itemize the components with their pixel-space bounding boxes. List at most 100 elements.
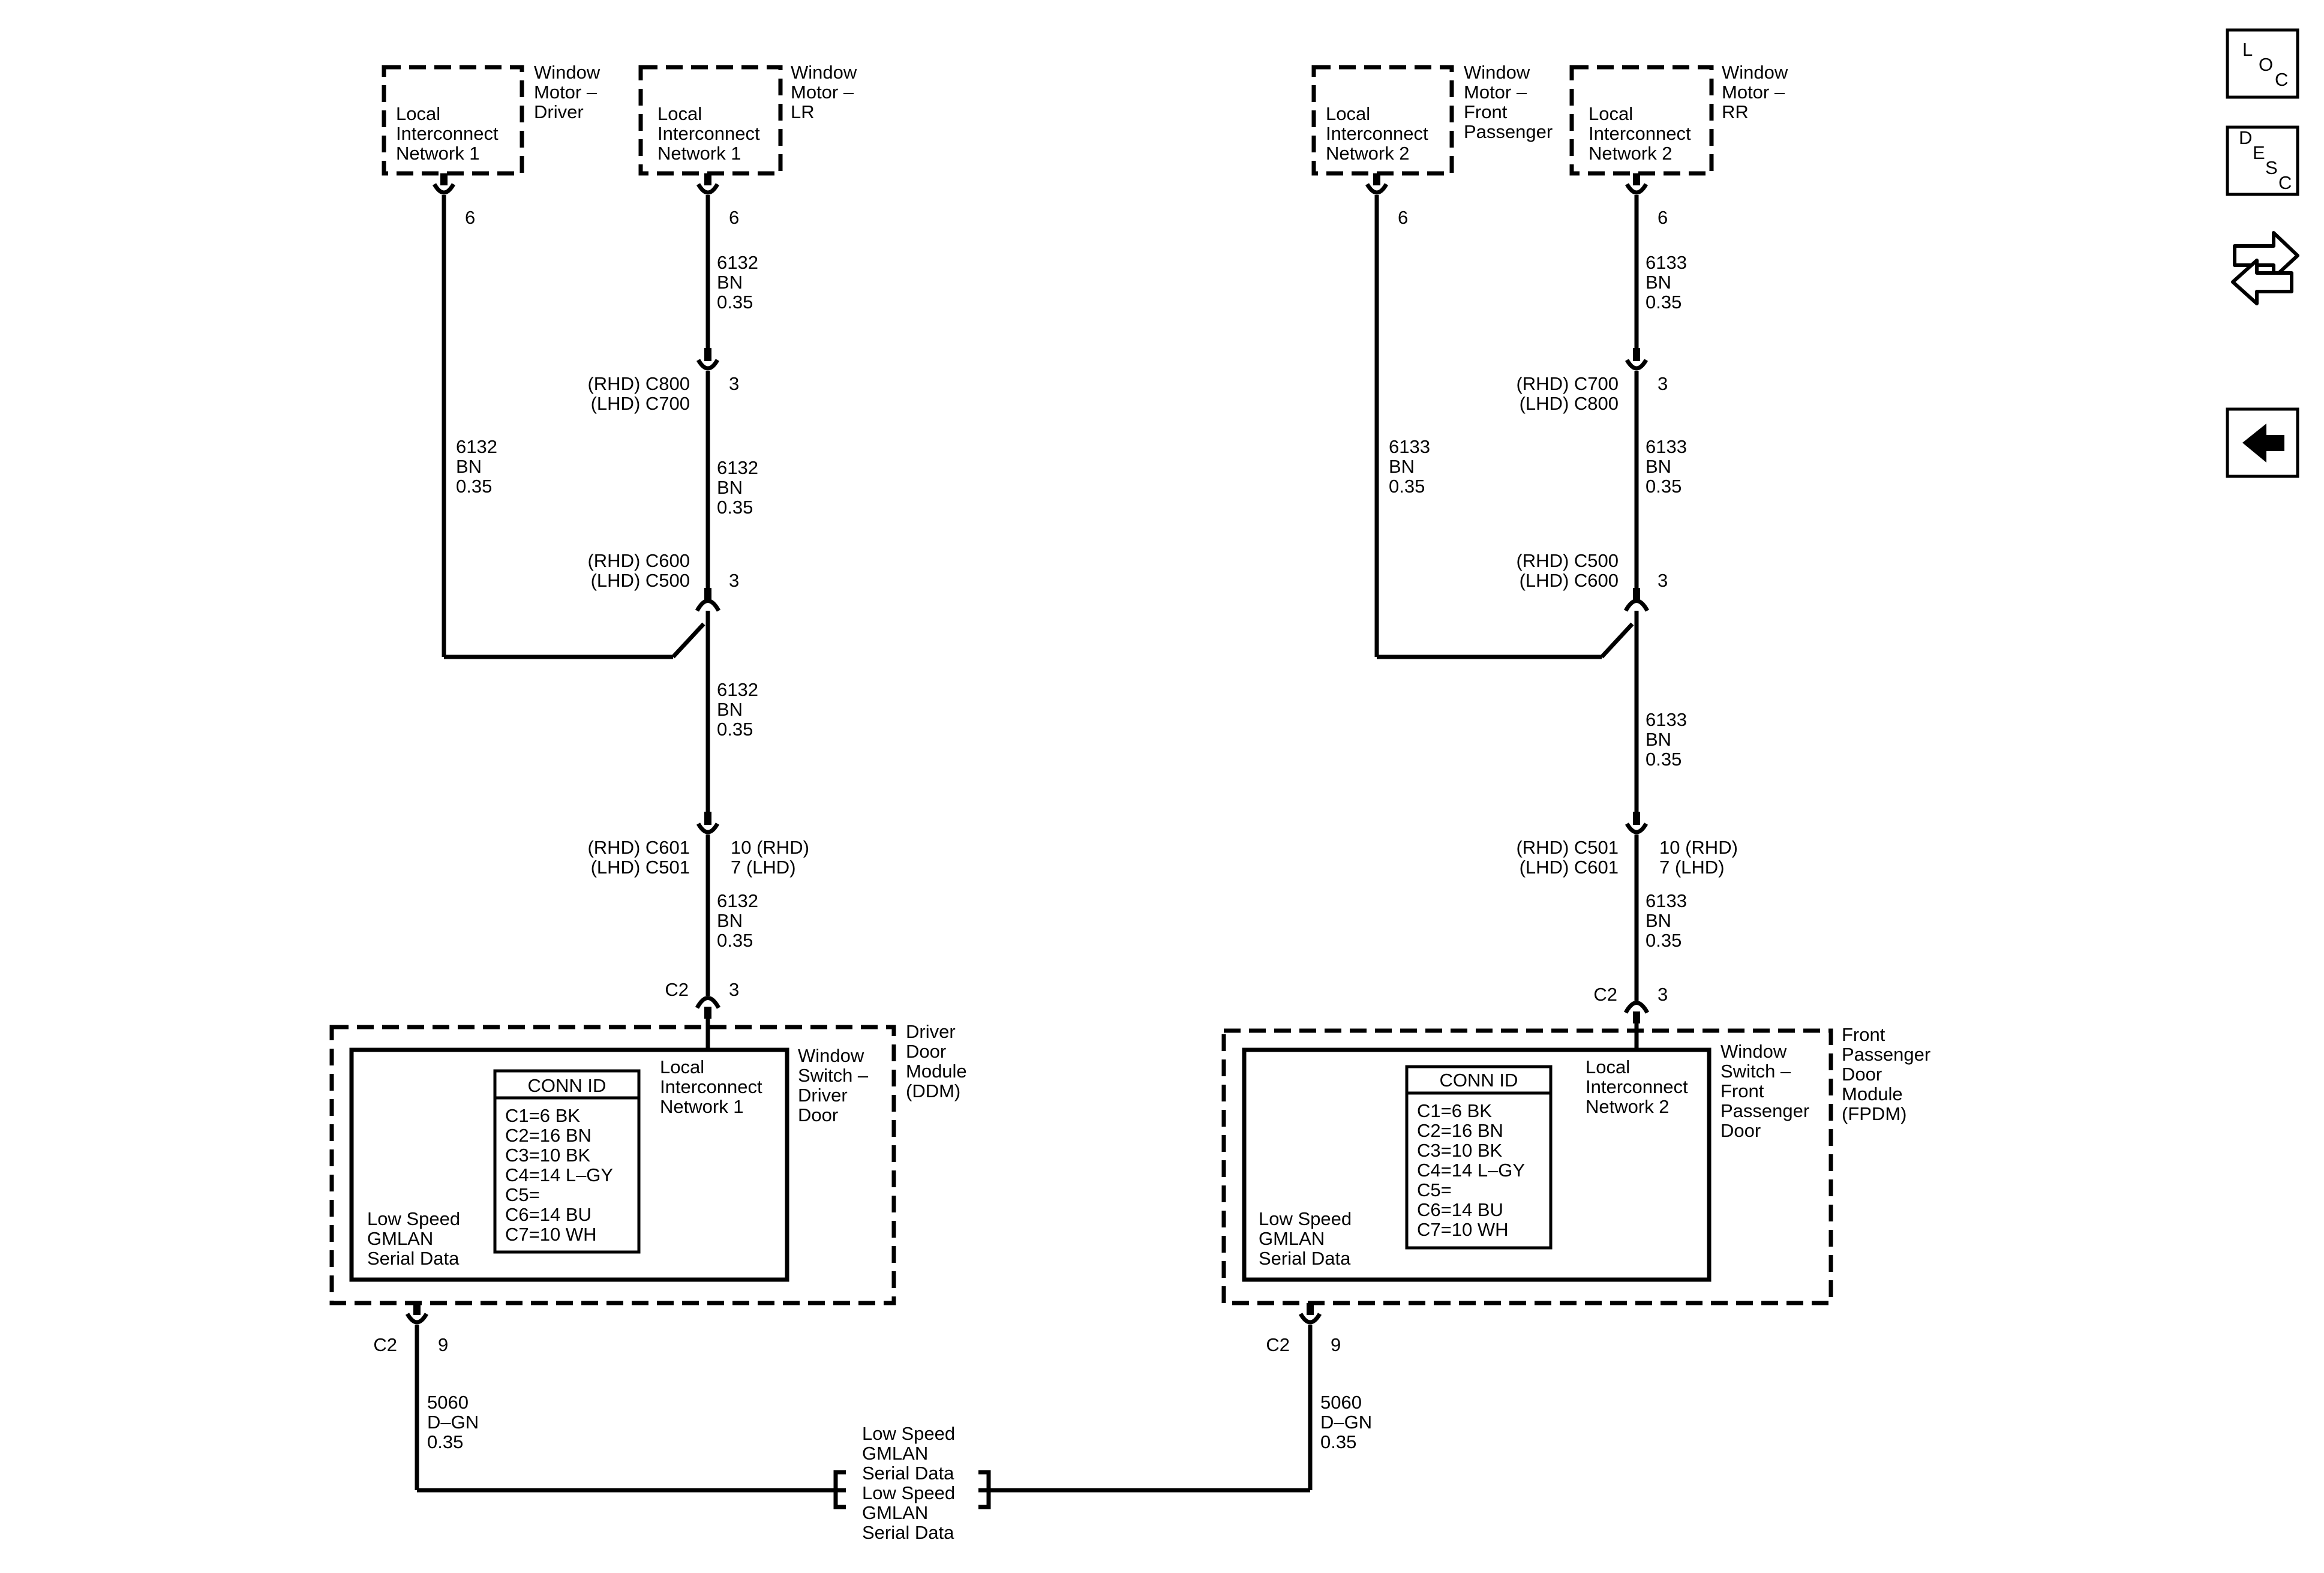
svg-text:(RHD) C800: (RHD) C800 (587, 373, 690, 394)
svg-text:Network 1: Network 1 (396, 143, 480, 164)
svg-text:6133: 6133 (1646, 436, 1687, 457)
svg-text:C4=14 L–GY: C4=14 L–GY (505, 1164, 613, 1185)
svg-text:(RHD) C600: (RHD) C600 (587, 550, 690, 571)
svg-text:D–GN: D–GN (1320, 1412, 1372, 1433)
svg-text:(RHD) C601: (RHD) C601 (587, 837, 690, 858)
svg-text:Passenger: Passenger (1721, 1100, 1809, 1121)
svg-text:Interconnect: Interconnect (657, 123, 760, 144)
svg-text:(FPDM): (FPDM) (1842, 1103, 1906, 1124)
svg-text:10 (RHD): 10 (RHD) (731, 837, 809, 858)
svg-text:0.35: 0.35 (1389, 476, 1425, 497)
svg-text:Driver: Driver (798, 1085, 848, 1106)
svg-text:Motor –: Motor – (534, 82, 597, 103)
svg-text:0.35: 0.35 (717, 292, 753, 313)
svg-text:Door: Door (1721, 1120, 1761, 1141)
back-button[interactable] (2226, 407, 2299, 478)
svg-text:CONN ID: CONN ID (1440, 1070, 1518, 1091)
svg-text:RR: RR (1722, 101, 1749, 122)
svg-text:(RHD) C501: (RHD) C501 (1516, 837, 1619, 858)
svg-text:Driver: Driver (534, 101, 584, 122)
svg-text:7 (LHD): 7 (LHD) (731, 857, 796, 878)
svg-text:C1=6 BK: C1=6 BK (505, 1105, 580, 1126)
svg-text:Local: Local (1586, 1056, 1630, 1077)
swap-arrows-icon[interactable] (2231, 231, 2299, 305)
svg-text:Serial Data: Serial Data (862, 1463, 954, 1484)
desc-button[interactable]: D E S C (2226, 125, 2299, 196)
svg-text:C2: C2 (1266, 1334, 1290, 1355)
svg-text:6132: 6132 (456, 436, 497, 457)
svg-text:BN: BN (717, 699, 743, 720)
svg-text:(RHD) C500: (RHD) C500 (1516, 550, 1619, 571)
svg-text:0.35: 0.35 (1646, 749, 1682, 770)
svg-text:(LHD) C800: (LHD) C800 (1520, 393, 1619, 414)
svg-text:C6=14 BU: C6=14 BU (1417, 1199, 1503, 1220)
svg-text:C7=10 WH: C7=10 WH (505, 1224, 596, 1245)
svg-text:(RHD) C700: (RHD) C700 (1516, 373, 1619, 394)
svg-text:GMLAN: GMLAN (367, 1228, 433, 1249)
svg-text:C3=10 BK: C3=10 BK (1417, 1140, 1503, 1161)
svg-text:E: E (2253, 142, 2265, 163)
svg-text:6: 6 (729, 207, 739, 228)
svg-text:Motor –: Motor – (791, 82, 854, 103)
svg-text:3: 3 (1658, 373, 1668, 394)
svg-text:BN: BN (1646, 456, 1671, 477)
svg-text:BN: BN (717, 272, 743, 293)
svg-text:Driver: Driver (906, 1021, 956, 1042)
svg-text:Serial Data: Serial Data (1259, 1248, 1351, 1269)
svg-text:Front: Front (1721, 1080, 1764, 1101)
svg-text:(LHD) C601: (LHD) C601 (1520, 857, 1619, 878)
svg-text:(LHD) C501: (LHD) C501 (591, 857, 690, 878)
svg-text:GMLAN: GMLAN (862, 1443, 928, 1464)
svg-text:Interconnect: Interconnect (1326, 123, 1428, 144)
svg-text:3: 3 (1658, 984, 1668, 1005)
svg-text:(LHD) C500: (LHD) C500 (591, 570, 690, 591)
svg-text:Motor –: Motor – (1464, 82, 1527, 103)
svg-text:Window: Window (798, 1045, 864, 1066)
svg-text:C2: C2 (665, 979, 689, 1000)
svg-text:BN: BN (1389, 456, 1415, 477)
svg-text:Interconnect: Interconnect (1589, 123, 1691, 144)
front-passenger-door-module: Front Passenger Door Module (FPDM) Windo… (1221, 1024, 1930, 1355)
svg-text:Module: Module (1842, 1083, 1903, 1104)
svg-text:3: 3 (1658, 570, 1668, 591)
svg-text:C4=14 L–GY: C4=14 L–GY (1417, 1160, 1525, 1181)
left-circuit: 6132 BN 0.35 (RHD) C800 (LHD) C700 3 613… (442, 195, 809, 1050)
svg-text:Serial Data: Serial Data (862, 1522, 954, 1543)
svg-text:C2=16 BN: C2=16 BN (1417, 1120, 1503, 1141)
svg-text:9: 9 (438, 1334, 448, 1355)
svg-text:BN: BN (717, 910, 743, 931)
svg-text:C: C (2278, 172, 2292, 193)
svg-text:Door: Door (1842, 1064, 1882, 1085)
svg-text:Network 1: Network 1 (657, 143, 741, 164)
svg-text:Local: Local (1589, 103, 1633, 124)
svg-text:3: 3 (729, 570, 739, 591)
svg-text:0.35: 0.35 (717, 930, 753, 951)
svg-text:Serial Data: Serial Data (367, 1248, 460, 1269)
window-motor-front-passenger: Local Interconnect Network 2 Window Moto… (1311, 62, 1553, 228)
svg-text:7 (LHD): 7 (LHD) (1659, 857, 1725, 878)
svg-text:Switch –: Switch – (1721, 1061, 1791, 1082)
svg-text:Window: Window (1721, 1041, 1787, 1062)
svg-text:Motor –: Motor – (1722, 82, 1785, 103)
svg-text:CONN ID: CONN ID (528, 1075, 606, 1096)
svg-text:0.35: 0.35 (456, 476, 492, 497)
svg-text:Front: Front (1842, 1024, 1885, 1045)
svg-text:Door: Door (798, 1104, 838, 1125)
svg-text:Module: Module (906, 1061, 967, 1082)
svg-text:6132: 6132 (717, 890, 758, 911)
svg-text:D–GN: D–GN (427, 1412, 479, 1433)
loc-button[interactable]: L O C (2226, 28, 2299, 99)
svg-text:LR: LR (791, 101, 815, 122)
svg-text:0.35: 0.35 (1646, 476, 1682, 497)
svg-text:0.35: 0.35 (1646, 930, 1682, 951)
svg-text:Passenger: Passenger (1464, 121, 1553, 142)
svg-text:Low Speed: Low Speed (862, 1482, 955, 1503)
svg-text:0.35: 0.35 (717, 719, 753, 740)
svg-text:S: S (2265, 157, 2278, 178)
svg-text:6132: 6132 (717, 252, 758, 273)
svg-text:(DDM): (DDM) (906, 1080, 960, 1101)
svg-text:Low Speed: Low Speed (1259, 1208, 1352, 1229)
splice-pack: Low Speed GMLAN Serial Data Low Speed GM… (833, 1423, 991, 1543)
svg-text:C: C (2275, 69, 2288, 90)
svg-text:(LHD) C600: (LHD) C600 (1520, 570, 1619, 591)
